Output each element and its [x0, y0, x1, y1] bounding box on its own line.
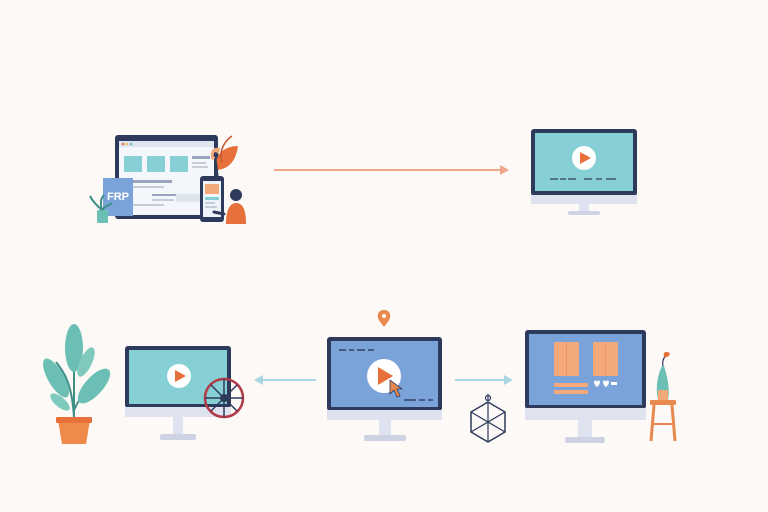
geodesic-ornament-icon	[470, 394, 506, 443]
flow-arrow-left	[254, 375, 316, 385]
play-icon	[167, 364, 191, 388]
cursor-icon	[389, 379, 404, 398]
monitor-bezel	[531, 195, 637, 204]
video-monitor-left	[125, 346, 231, 440]
potted-plant-icon	[43, 324, 111, 444]
image-card-2	[147, 156, 165, 172]
stool-icon	[649, 400, 677, 442]
location-pin-icon	[377, 310, 391, 327]
smartphone-icon	[200, 176, 224, 222]
wheel-icon	[203, 377, 245, 419]
play-icon	[572, 146, 596, 170]
sign-board	[103, 178, 133, 216]
plant-pot	[58, 420, 90, 444]
flow-arrow-right	[455, 375, 513, 385]
small-plant-icon	[89, 194, 113, 223]
monitor-bezel	[327, 410, 442, 420]
browser-bar	[119, 141, 214, 147]
gallery-monitor-right	[525, 330, 646, 443]
vase-icon	[656, 351, 670, 400]
flow-arrow-top	[274, 165, 509, 175]
sign-board-text: FRP	[107, 191, 129, 203]
image-card-3	[170, 156, 188, 172]
image-card-1	[124, 156, 142, 172]
monitor-screen	[529, 334, 642, 405]
monitor-bezel	[125, 407, 231, 417]
monitor-bezel	[525, 408, 646, 420]
design-workspace-illustration: FRP	[89, 135, 246, 224]
laptop-screen	[119, 141, 214, 215]
video-monitor-top	[531, 129, 637, 215]
person-icon	[212, 189, 246, 224]
video-monitor-center	[327, 337, 442, 441]
